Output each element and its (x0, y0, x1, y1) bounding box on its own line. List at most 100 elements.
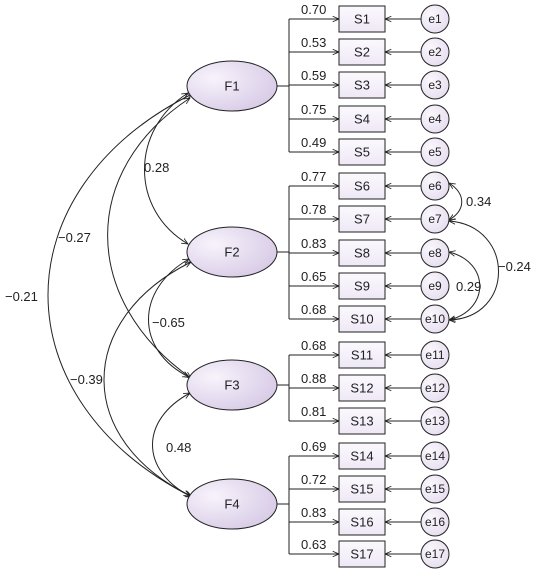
item-s13: S13 (338, 407, 386, 435)
error-e2: e2 (420, 37, 450, 67)
error-covariance-value: 0.34 (466, 194, 491, 209)
error-covariance-value: −0.24 (498, 259, 531, 274)
loading-value: 0.68 (301, 338, 326, 353)
item-label: S13 (350, 414, 373, 429)
item-label: S4 (354, 112, 370, 127)
error-label: e5 (428, 145, 442, 159)
loading-value: 0.78 (301, 202, 326, 217)
item-label: S8 (354, 246, 370, 261)
correlation-f2-f3 (148, 259, 190, 377)
error-covariances: 0.34 −0.24 0.29 (449, 183, 531, 320)
item-label: S3 (354, 78, 370, 93)
error-label: e11 (425, 348, 444, 362)
item-s15: S15 (338, 475, 386, 503)
error-circle (420, 137, 450, 167)
item-s3: S3 (338, 71, 386, 99)
error-circle (420, 304, 450, 334)
error-circle (420, 406, 450, 436)
error-e10: e10 (420, 304, 450, 334)
correlation-value: 0.48 (166, 440, 191, 455)
correlation-value: −0.65 (152, 315, 185, 330)
correlation-f2-f4 (103, 262, 191, 496)
loading-value: 0.49 (301, 135, 326, 150)
error-e17: e17 (420, 539, 450, 569)
factor-ellipse (186, 60, 278, 112)
error-e8: e8 (420, 238, 450, 268)
factor-f1: F1 (186, 60, 278, 112)
factor-ellipse (186, 226, 278, 278)
item-label: S10 (350, 312, 373, 327)
error-e15: e15 (420, 474, 450, 504)
item-label: S2 (354, 45, 370, 60)
loading-value: 0.72 (301, 472, 326, 487)
error-e6: e6 (420, 171, 450, 201)
error-covariance-e8-e10 (449, 252, 481, 320)
item-box (338, 272, 386, 300)
correlation-value: −0.39 (70, 372, 103, 387)
item-label: S15 (350, 482, 373, 497)
factor-label: F3 (224, 378, 239, 393)
error-circle (420, 340, 450, 370)
item-label: S5 (354, 145, 370, 160)
error-label: e7 (428, 212, 442, 226)
error-covariance-value: 0.29 (456, 279, 481, 294)
item-box (338, 374, 386, 402)
item-s7: S7 (338, 205, 386, 233)
item-s11: S11 (338, 341, 386, 369)
error-circle (420, 70, 450, 100)
error-label: e14 (425, 449, 445, 463)
error-label: e16 (425, 515, 445, 529)
factor-ellipse (186, 478, 278, 530)
error-label: e6 (428, 179, 442, 193)
loading-value: 0.63 (301, 537, 326, 552)
item-label: S16 (350, 515, 373, 530)
correlation-value: −0.21 (5, 289, 38, 304)
error-e12: e12 (420, 373, 450, 403)
loading-value: 0.59 (301, 68, 326, 83)
item-box (338, 442, 386, 470)
error-circle (420, 104, 450, 134)
error-circle (420, 373, 450, 403)
correlation-f1-f2 (144, 93, 189, 244)
item-label: S14 (350, 449, 373, 464)
loading-value: 0.83 (301, 505, 326, 520)
items: S1S2S3S4S5S6S7S8S9S10S11S12S13S14S15S16S… (338, 5, 386, 568)
error-e11: e11 (420, 340, 450, 370)
correlation-f1-f4 (47, 94, 192, 497)
item-box (338, 105, 386, 133)
error-e7: e7 (420, 204, 450, 234)
loading-value: 0.88 (301, 371, 326, 386)
loading-value: 0.83 (301, 236, 326, 251)
loading-value: 0.68 (301, 302, 326, 317)
item-box (338, 407, 386, 435)
error-e14: e14 (420, 441, 450, 471)
item-s6: S6 (338, 172, 386, 200)
loading-value: 0.53 (301, 35, 326, 50)
factor-label: F4 (224, 497, 239, 512)
factor-f2: F2 (186, 226, 278, 278)
item-box (338, 341, 386, 369)
loading-value: 0.69 (301, 439, 326, 454)
correlation-value: 0.28 (144, 160, 169, 175)
item-label: S17 (350, 547, 373, 562)
correlation-f1-f3 (107, 98, 191, 378)
item-s12: S12 (338, 374, 386, 402)
correlation-value: −0.27 (58, 230, 91, 245)
item-label: S6 (354, 179, 370, 194)
correlation-f3-f4 (152, 393, 191, 496)
item-s4: S4 (338, 105, 386, 133)
item-s10: S10 (338, 305, 386, 333)
error-e9: e9 (420, 271, 450, 301)
item-s5: S5 (338, 138, 386, 166)
item-s1: S1 (338, 5, 386, 33)
error-terms: e1e2e3e4e5e6e7e8e9e10e11e12e13e14e15e16e… (385, 4, 450, 569)
error-label: e1 (428, 12, 442, 26)
item-box (338, 540, 386, 568)
error-circle (420, 37, 450, 67)
item-label: S9 (354, 279, 370, 294)
item-box (338, 38, 386, 66)
factor-f3: F3 (186, 359, 278, 411)
